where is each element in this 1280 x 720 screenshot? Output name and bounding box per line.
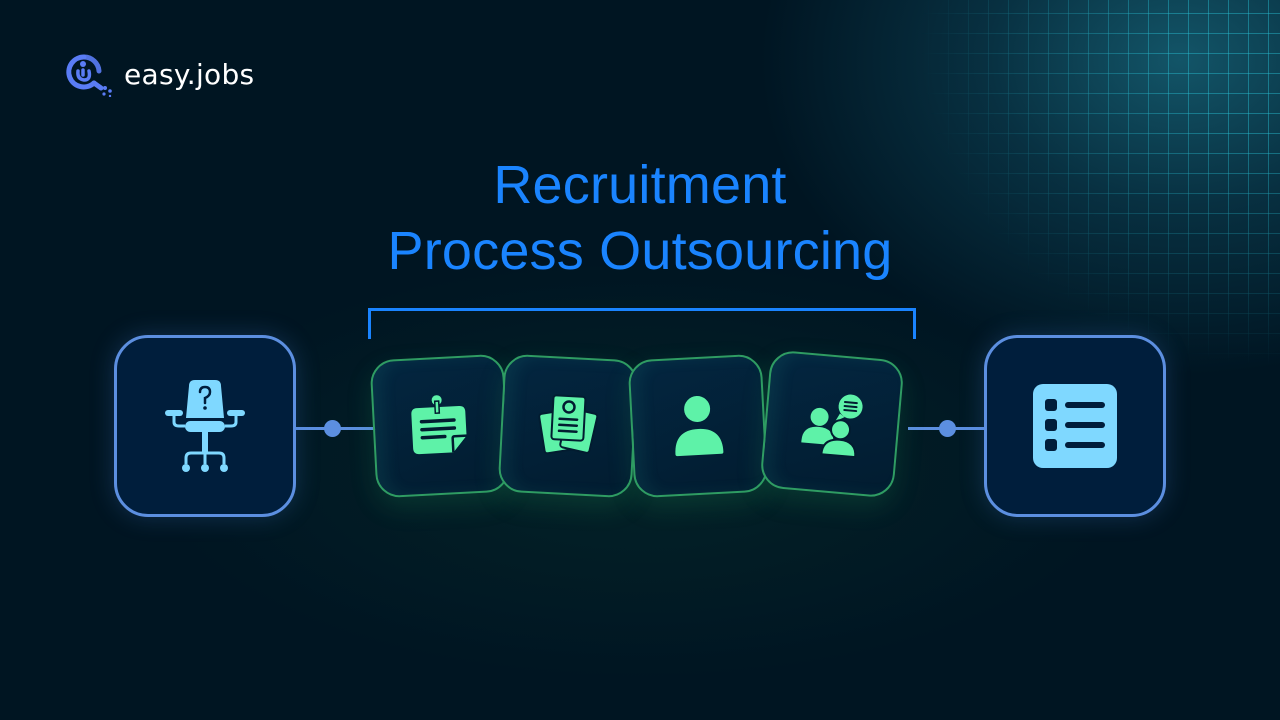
people-chat-icon: [796, 388, 868, 460]
title-line-2: Process Outsourcing: [387, 221, 893, 281]
resume-documents-icon: [536, 392, 599, 459]
rpo-step-job-posting: [369, 353, 511, 499]
magnifier-person-icon: [64, 51, 116, 98]
rpo-step-candidate-selection: [627, 353, 769, 499]
brand-logo: easy.jobs: [64, 51, 255, 98]
connector-dot-left: [324, 420, 341, 437]
rpo-scope-bracket: [368, 308, 916, 339]
pinned-note-icon: [406, 393, 473, 458]
page-title: Recruitment Process Outsourcing: [0, 152, 1280, 284]
title-line-1: Recruitment: [493, 155, 787, 215]
person-icon: [670, 394, 725, 459]
rpo-step-resume-screening: [497, 353, 639, 499]
office-chair-question-icon: [163, 376, 247, 476]
start-node-vacant-position: [114, 335, 296, 517]
connector-dot-right: [939, 420, 956, 437]
brand-name: easy.jobs: [124, 57, 255, 91]
end-node-results-list: [984, 335, 1166, 517]
rpo-step-interview: [759, 349, 905, 499]
list-checklist-icon: [1033, 384, 1117, 468]
